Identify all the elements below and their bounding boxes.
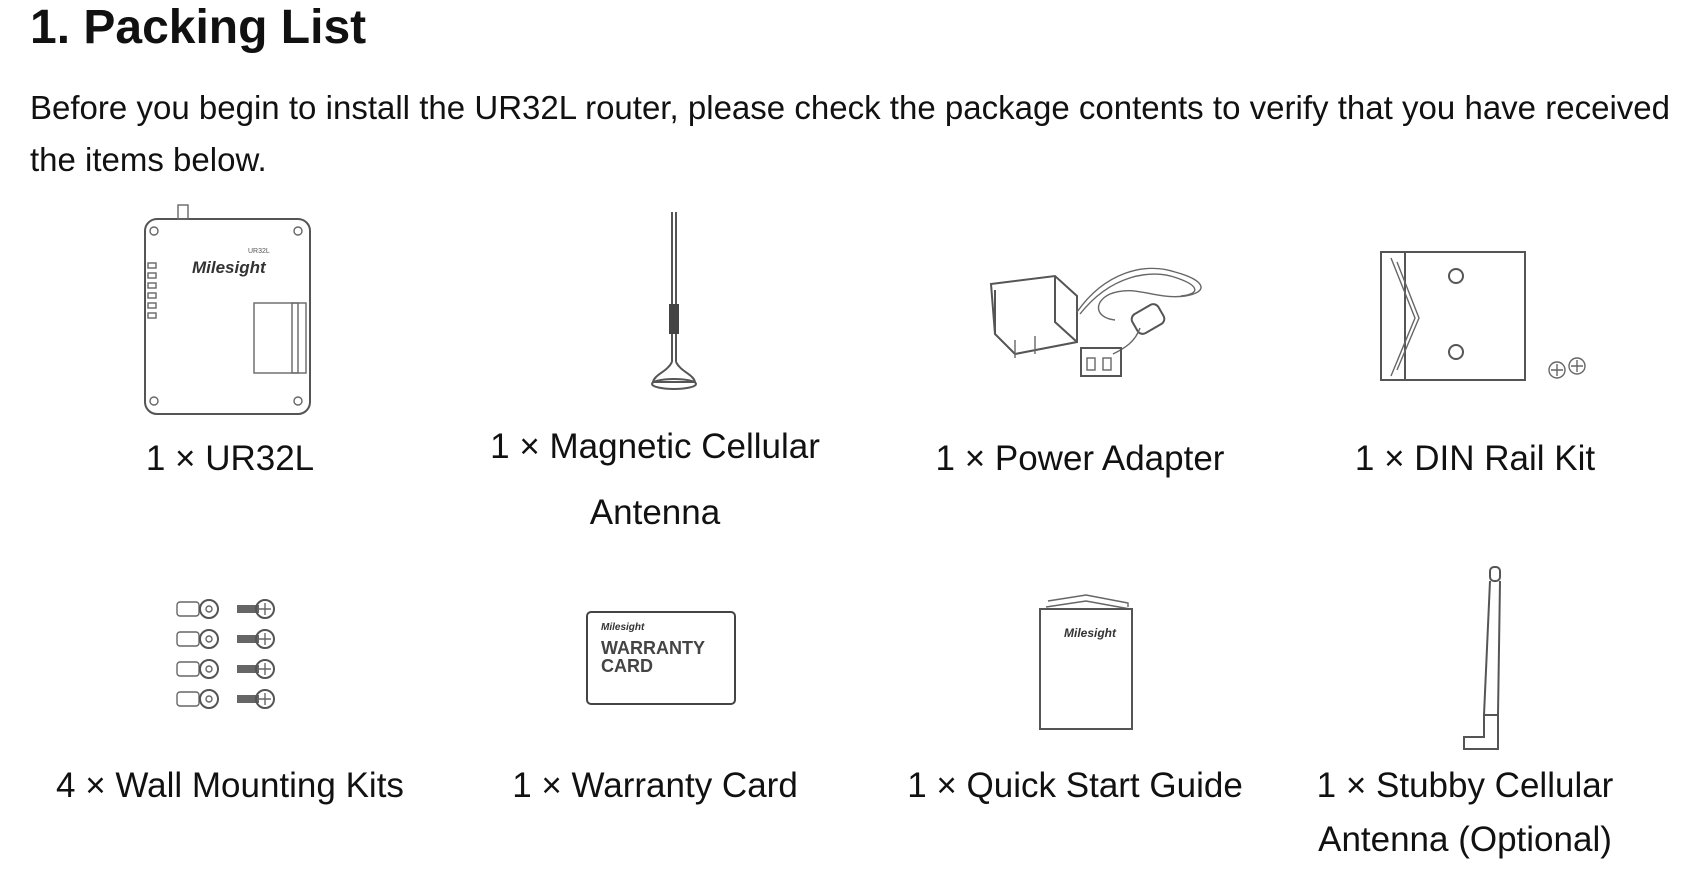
warranty-card-icon: Milesight WARRANTY CARD [585,610,737,711]
item-caption-magnetic-antenna: 1 × Magnetic Cellular Antenna [445,420,865,540]
caption-line-2: Antenna (Optional) [1318,820,1612,859]
item-caption-din-rail-kit: 1 × DIN Rail Kit [1265,432,1685,486]
warranty-card-logo: Milesight [601,622,645,633]
router-model-label: UR32L [248,248,270,255]
guide-logo: Milesight [1064,626,1117,640]
item-caption-router: 1 × UR32L [20,432,440,486]
item-caption-power-adapter: 1 × Power Adapter [870,432,1290,486]
item-caption-quick-start-guide: 1 × Quick Start Guide [865,759,1285,813]
router-device-icon: Milesight UR32L [140,204,320,425]
warranty-card-line1: WARRANTY [601,638,705,658]
caption-text: 1 × Power Adapter [935,439,1225,478]
caption-text: 1 × Quick Start Guide [907,766,1243,805]
caption-text: 1 × UR32L [145,439,315,478]
item-caption-warranty-card: 1 × Warranty Card [445,759,865,813]
router-logo: Milesight [192,258,267,277]
quick-start-guide-icon: Milesight [1038,593,1138,738]
intro-paragraph: Before you begin to install the UR32L ro… [30,89,1670,178]
caption-text: 1 × Warranty Card [512,766,798,805]
caption-line-2: Antenna [589,493,721,532]
item-caption-stubby-antenna: 1 × Stubby Cellular Antenna (Optional) [1255,759,1675,867]
item-caption-wall-mounting: 4 × Wall Mounting Kits [20,759,440,813]
caption-line-1: 1 × Magnetic Cellular [490,427,820,466]
caption-line-1: 1 × Stubby Cellular [1316,766,1614,805]
power-adapter-icon [985,262,1215,397]
caption-text: 1 × DIN Rail Kit [1354,439,1596,478]
page-title: 1. Packing List [30,1,367,54]
stubby-antenna-icon [1458,565,1518,760]
warranty-card-line2: CARD [601,656,653,676]
magnetic-antenna-icon [645,212,705,397]
caption-text: 4 × Wall Mounting Kits [56,766,404,805]
wall-mounting-kit-icon [175,598,285,728]
din-rail-kit-icon [1375,248,1595,393]
